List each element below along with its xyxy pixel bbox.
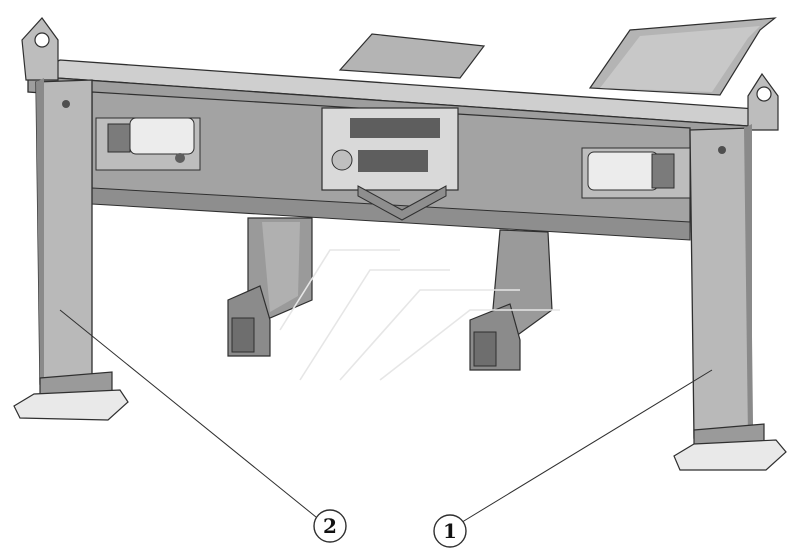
actuator-left [95, 117, 201, 171]
central-valve-block [321, 107, 459, 221]
post-right [673, 72, 787, 471]
watermark-emblem [279, 249, 560, 381]
actuator-right [581, 147, 691, 199]
callout-2: 2 [313, 509, 347, 543]
rear-skid-plates [338, 17, 777, 96]
callout-1-label: 1 [443, 519, 457, 543]
rear-support-leg-left [227, 217, 313, 357]
leader-lines [59, 309, 713, 528]
callout-1: 1 [433, 514, 467, 548]
leader-line-1 [453, 369, 713, 528]
rear-support-leg-right [469, 229, 553, 371]
leader-line-2 [59, 309, 317, 518]
callout-2-label: 2 [323, 514, 337, 538]
post-left [13, 17, 129, 421]
